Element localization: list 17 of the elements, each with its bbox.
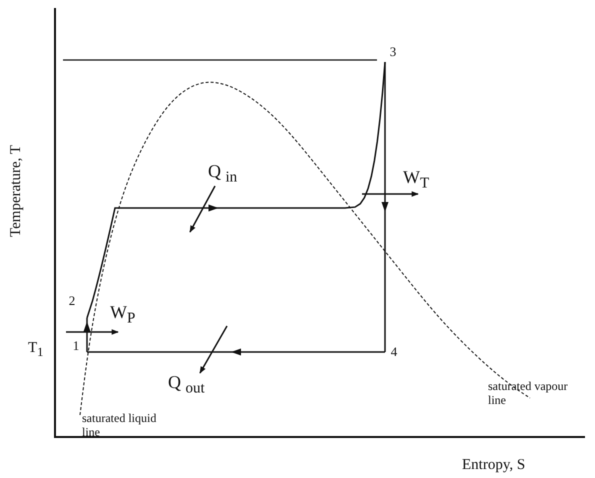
process-arrow (84, 318, 90, 352)
temperature-label: T$_{1}$ (28, 340, 44, 360)
curve-label: saturated vapour line (488, 380, 569, 408)
pump-work-label: W$_{P}$ (110, 303, 136, 328)
state-point-label: 4 (388, 345, 400, 359)
heat-out-label: Q $_{out}$ (168, 373, 205, 398)
heat-in-label: Q $_{in}$ (208, 162, 238, 186)
axis-title: Temperature, T (8, 145, 24, 237)
state-point-label: 2 (66, 294, 78, 308)
process-arrow (86, 62, 386, 318)
state-point-label: 1 (70, 339, 82, 353)
state-point-label: 3 (387, 45, 399, 59)
axis-title: Entropy, S (462, 457, 526, 474)
process-arrow (382, 62, 388, 352)
process-arrow (87, 348, 385, 356)
turbine-work-label: W$_{T}$ (403, 168, 430, 192)
curve-label: saturated liquid line (82, 412, 158, 440)
